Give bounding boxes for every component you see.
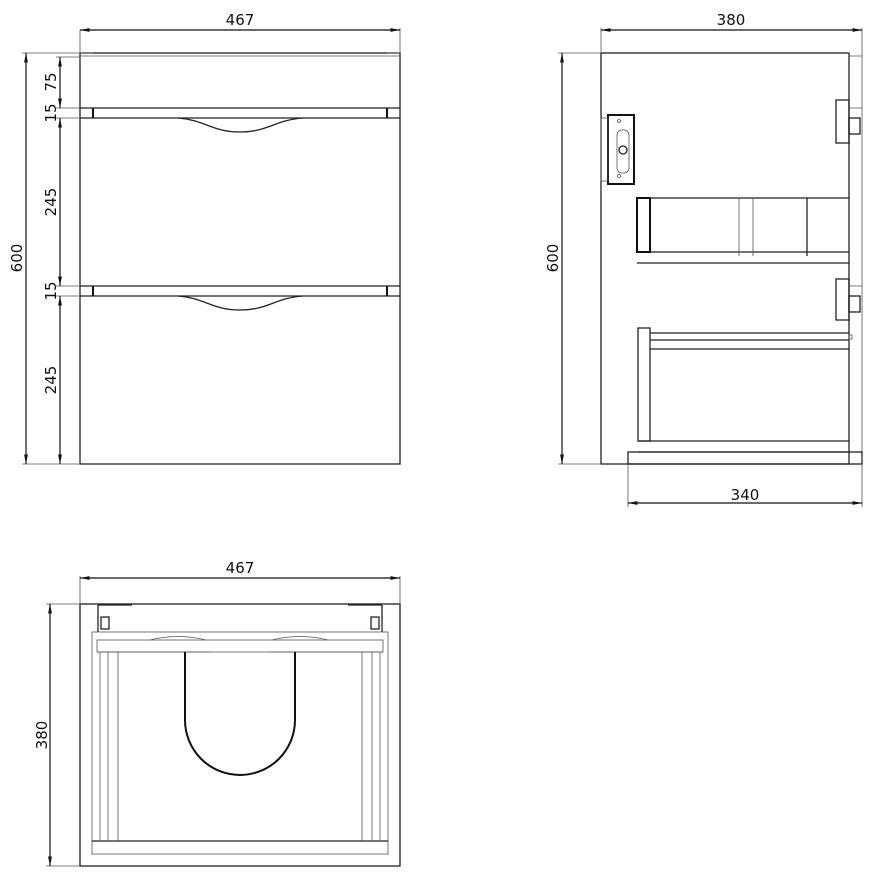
front-view: 467 600 75 15 245 15 245 bbox=[8, 11, 401, 465]
runner-ticks bbox=[92, 108, 388, 296]
height-label: 600 bbox=[8, 244, 26, 273]
wall-bracket bbox=[600, 114, 635, 185]
left-wall-bracket bbox=[97, 604, 132, 632]
drawer-1-handle-cutout bbox=[177, 117, 304, 133]
top-panel-label: 75 bbox=[42, 72, 60, 91]
u-trap-cutout bbox=[184, 652, 296, 776]
cabinet-outline bbox=[79, 52, 401, 465]
plan-width-label: 467 bbox=[226, 559, 255, 577]
gap-1-label: 15 bbox=[42, 103, 60, 122]
drawer-2-handle-cutout bbox=[177, 295, 304, 311]
gap-2-label: 15 bbox=[42, 281, 60, 300]
drawer-2-box bbox=[637, 327, 853, 453]
plinth bbox=[627, 451, 863, 465]
runner-block-1 bbox=[835, 99, 850, 144]
drawer-1-label: 245 bbox=[42, 188, 60, 217]
right-wall-bracket bbox=[348, 604, 383, 632]
side-view: 380 600 340 bbox=[544, 11, 863, 507]
side-height-label: 600 bbox=[544, 244, 562, 273]
base-depth-label: 340 bbox=[731, 486, 760, 504]
drawer-1-box bbox=[636, 197, 849, 264]
plan-view: 467 380 bbox=[33, 559, 401, 867]
drawer-2-label: 245 bbox=[42, 366, 60, 395]
plan-outline bbox=[79, 603, 401, 867]
depth-label: 380 bbox=[717, 11, 746, 29]
width-label: 467 bbox=[226, 11, 255, 29]
plan-depth-label: 380 bbox=[33, 721, 51, 750]
runner-block-2 bbox=[835, 278, 850, 321]
